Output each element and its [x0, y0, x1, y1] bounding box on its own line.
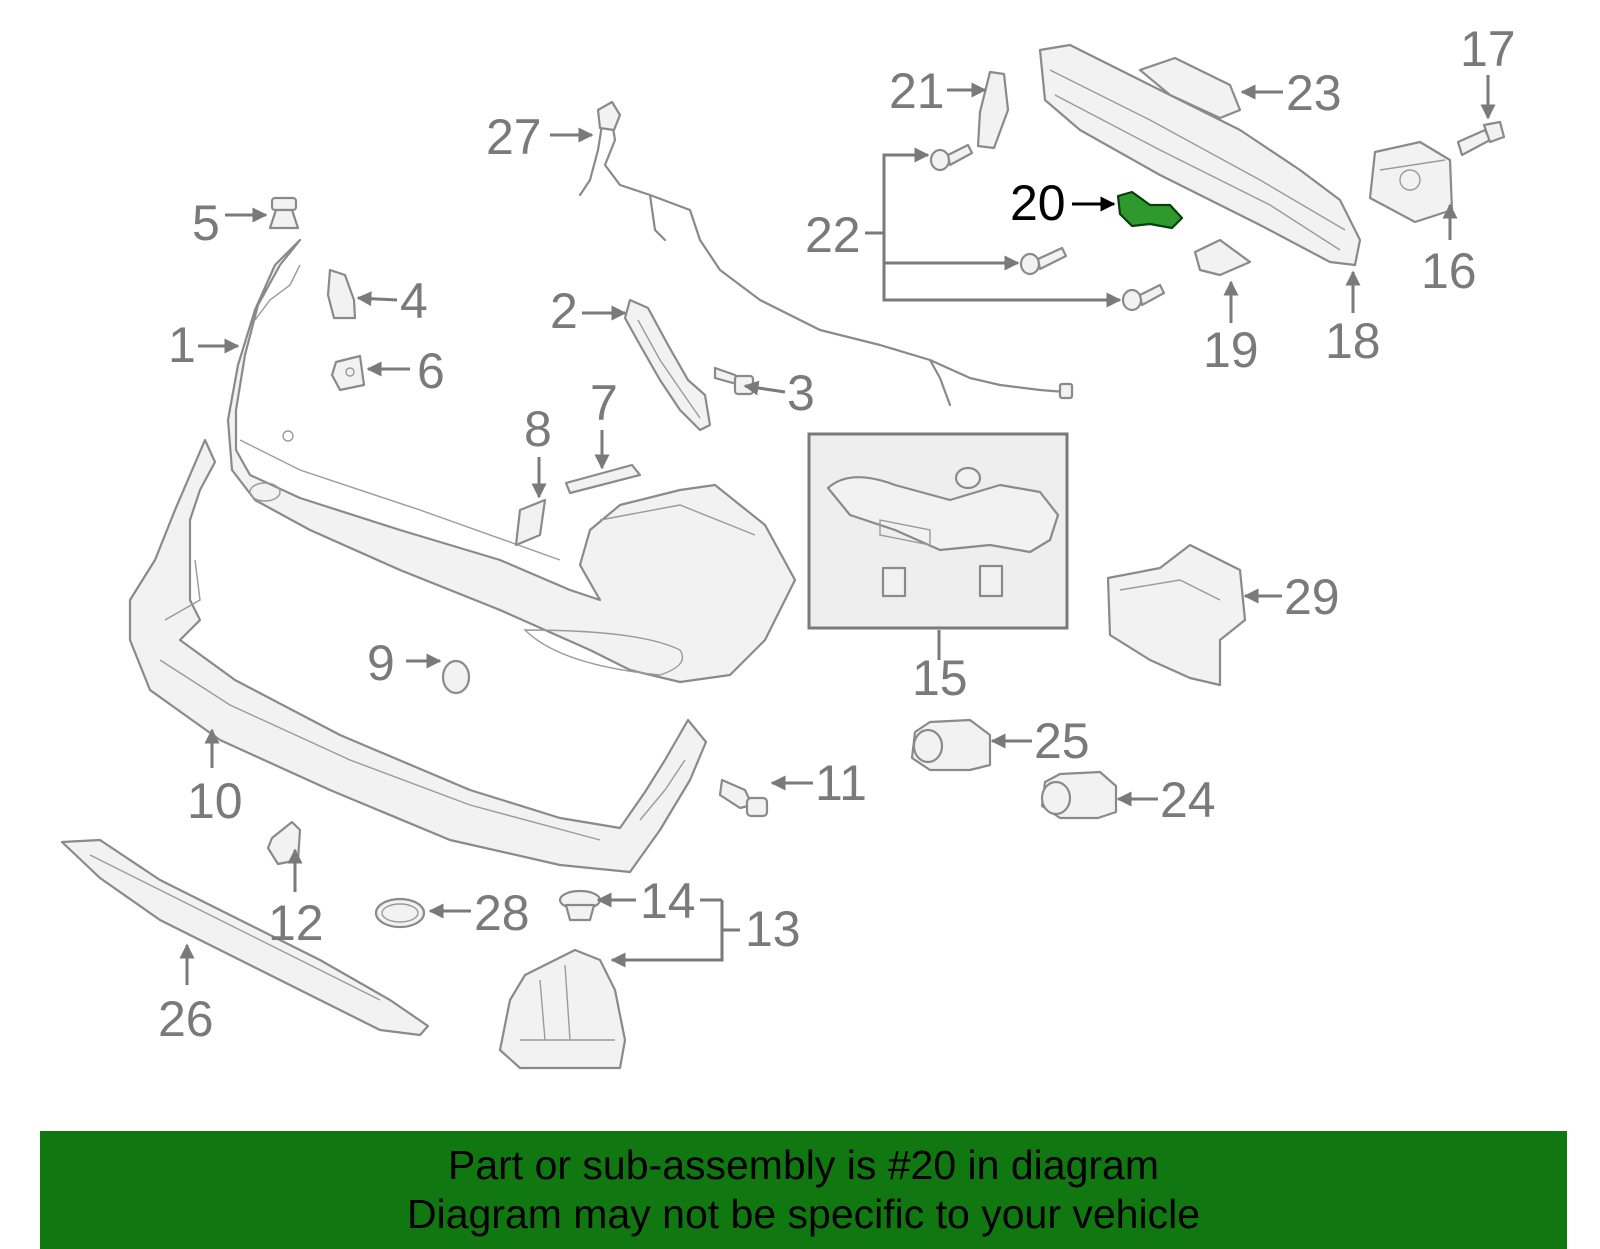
part-27-wiring-harness: [578, 100, 1074, 407]
callout-25: 25: [1034, 713, 1090, 769]
callout-5: 5: [192, 195, 220, 251]
callout-15: 15: [912, 650, 968, 706]
callout-7: 7: [590, 375, 618, 431]
part-16-side-bracket: [1368, 140, 1454, 224]
callout-6: 6: [417, 343, 445, 399]
callout-22: 22: [805, 207, 861, 263]
part-info-banner: Part or sub-assembly is #20 in diagram D…: [40, 1131, 1567, 1249]
callout-26: 26: [158, 991, 214, 1047]
part-21-bracket: [976, 70, 1010, 150]
callout-27: 27: [486, 109, 542, 165]
part-1-bumper-cover: [226, 238, 797, 684]
part-8-label: [514, 498, 547, 547]
part-23-absorber-pad: [1138, 56, 1242, 120]
part-24-sensor: [1040, 770, 1118, 820]
callout-12: 12: [268, 895, 324, 951]
part-10-lower-bumper: [128, 438, 708, 874]
banner-line-disclaimer: Diagram may not be specific to your vehi…: [406, 1191, 1200, 1237]
callout-numbers: 1 2 3 4 5 6 7 8 9 10 11 12 13 14 15 16 1…: [158, 21, 1516, 1047]
part-17-bolt: [1456, 120, 1506, 157]
callout-19: 19: [1203, 322, 1259, 378]
part-2-side-bracket: [623, 298, 712, 432]
part-18-reinforcement-beam: [1038, 43, 1362, 267]
callout-14: 14: [640, 873, 696, 929]
callout-16: 16: [1421, 243, 1477, 299]
part-9-ring: [441, 659, 471, 695]
part-28-grommet: [374, 897, 426, 929]
part-5-clip: [268, 196, 300, 230]
callout-20: 20: [1010, 175, 1066, 231]
callout-2: 2: [550, 283, 578, 339]
callout-18: 18: [1325, 313, 1381, 369]
part-25-sensor: [910, 718, 992, 772]
callout-17: 17: [1460, 21, 1516, 77]
part-13-splash-guard: [498, 948, 627, 1070]
part-15-inset: [807, 432, 1069, 630]
callout-1: 1: [168, 317, 196, 373]
part-7-reflector-strip: [564, 463, 642, 495]
callout-28: 28: [474, 885, 530, 941]
callout-24: 24: [1160, 772, 1216, 828]
callout-10: 10: [187, 773, 243, 829]
part-22-bolts: [929, 143, 1166, 312]
part-3-screw: [713, 366, 755, 396]
part-14-push-clip: [558, 889, 602, 922]
callout-23: 23: [1286, 65, 1342, 121]
callout-4: 4: [400, 273, 428, 329]
part-29-module: [1106, 543, 1247, 687]
part-11-bolt: [718, 778, 769, 818]
callout-11: 11: [815, 755, 867, 811]
callout-3: 3: [787, 365, 815, 421]
part-20-bracket-highlighted: [1116, 190, 1184, 230]
callout-8: 8: [524, 401, 552, 457]
part-26-lower-trim: [60, 838, 430, 1037]
callout-21: 21: [889, 63, 945, 119]
callout-29: 29: [1284, 569, 1340, 625]
callout-9: 9: [367, 635, 395, 691]
leader-lines: [179, 75, 1496, 985]
banner-line-part: Part or sub-assembly is #20 in diagram: [448, 1142, 1159, 1188]
callout-13: 13: [745, 901, 801, 957]
part-4-cap: [326, 268, 357, 320]
part-19-bracket: [1193, 238, 1252, 277]
part-6-nut: [330, 354, 366, 392]
